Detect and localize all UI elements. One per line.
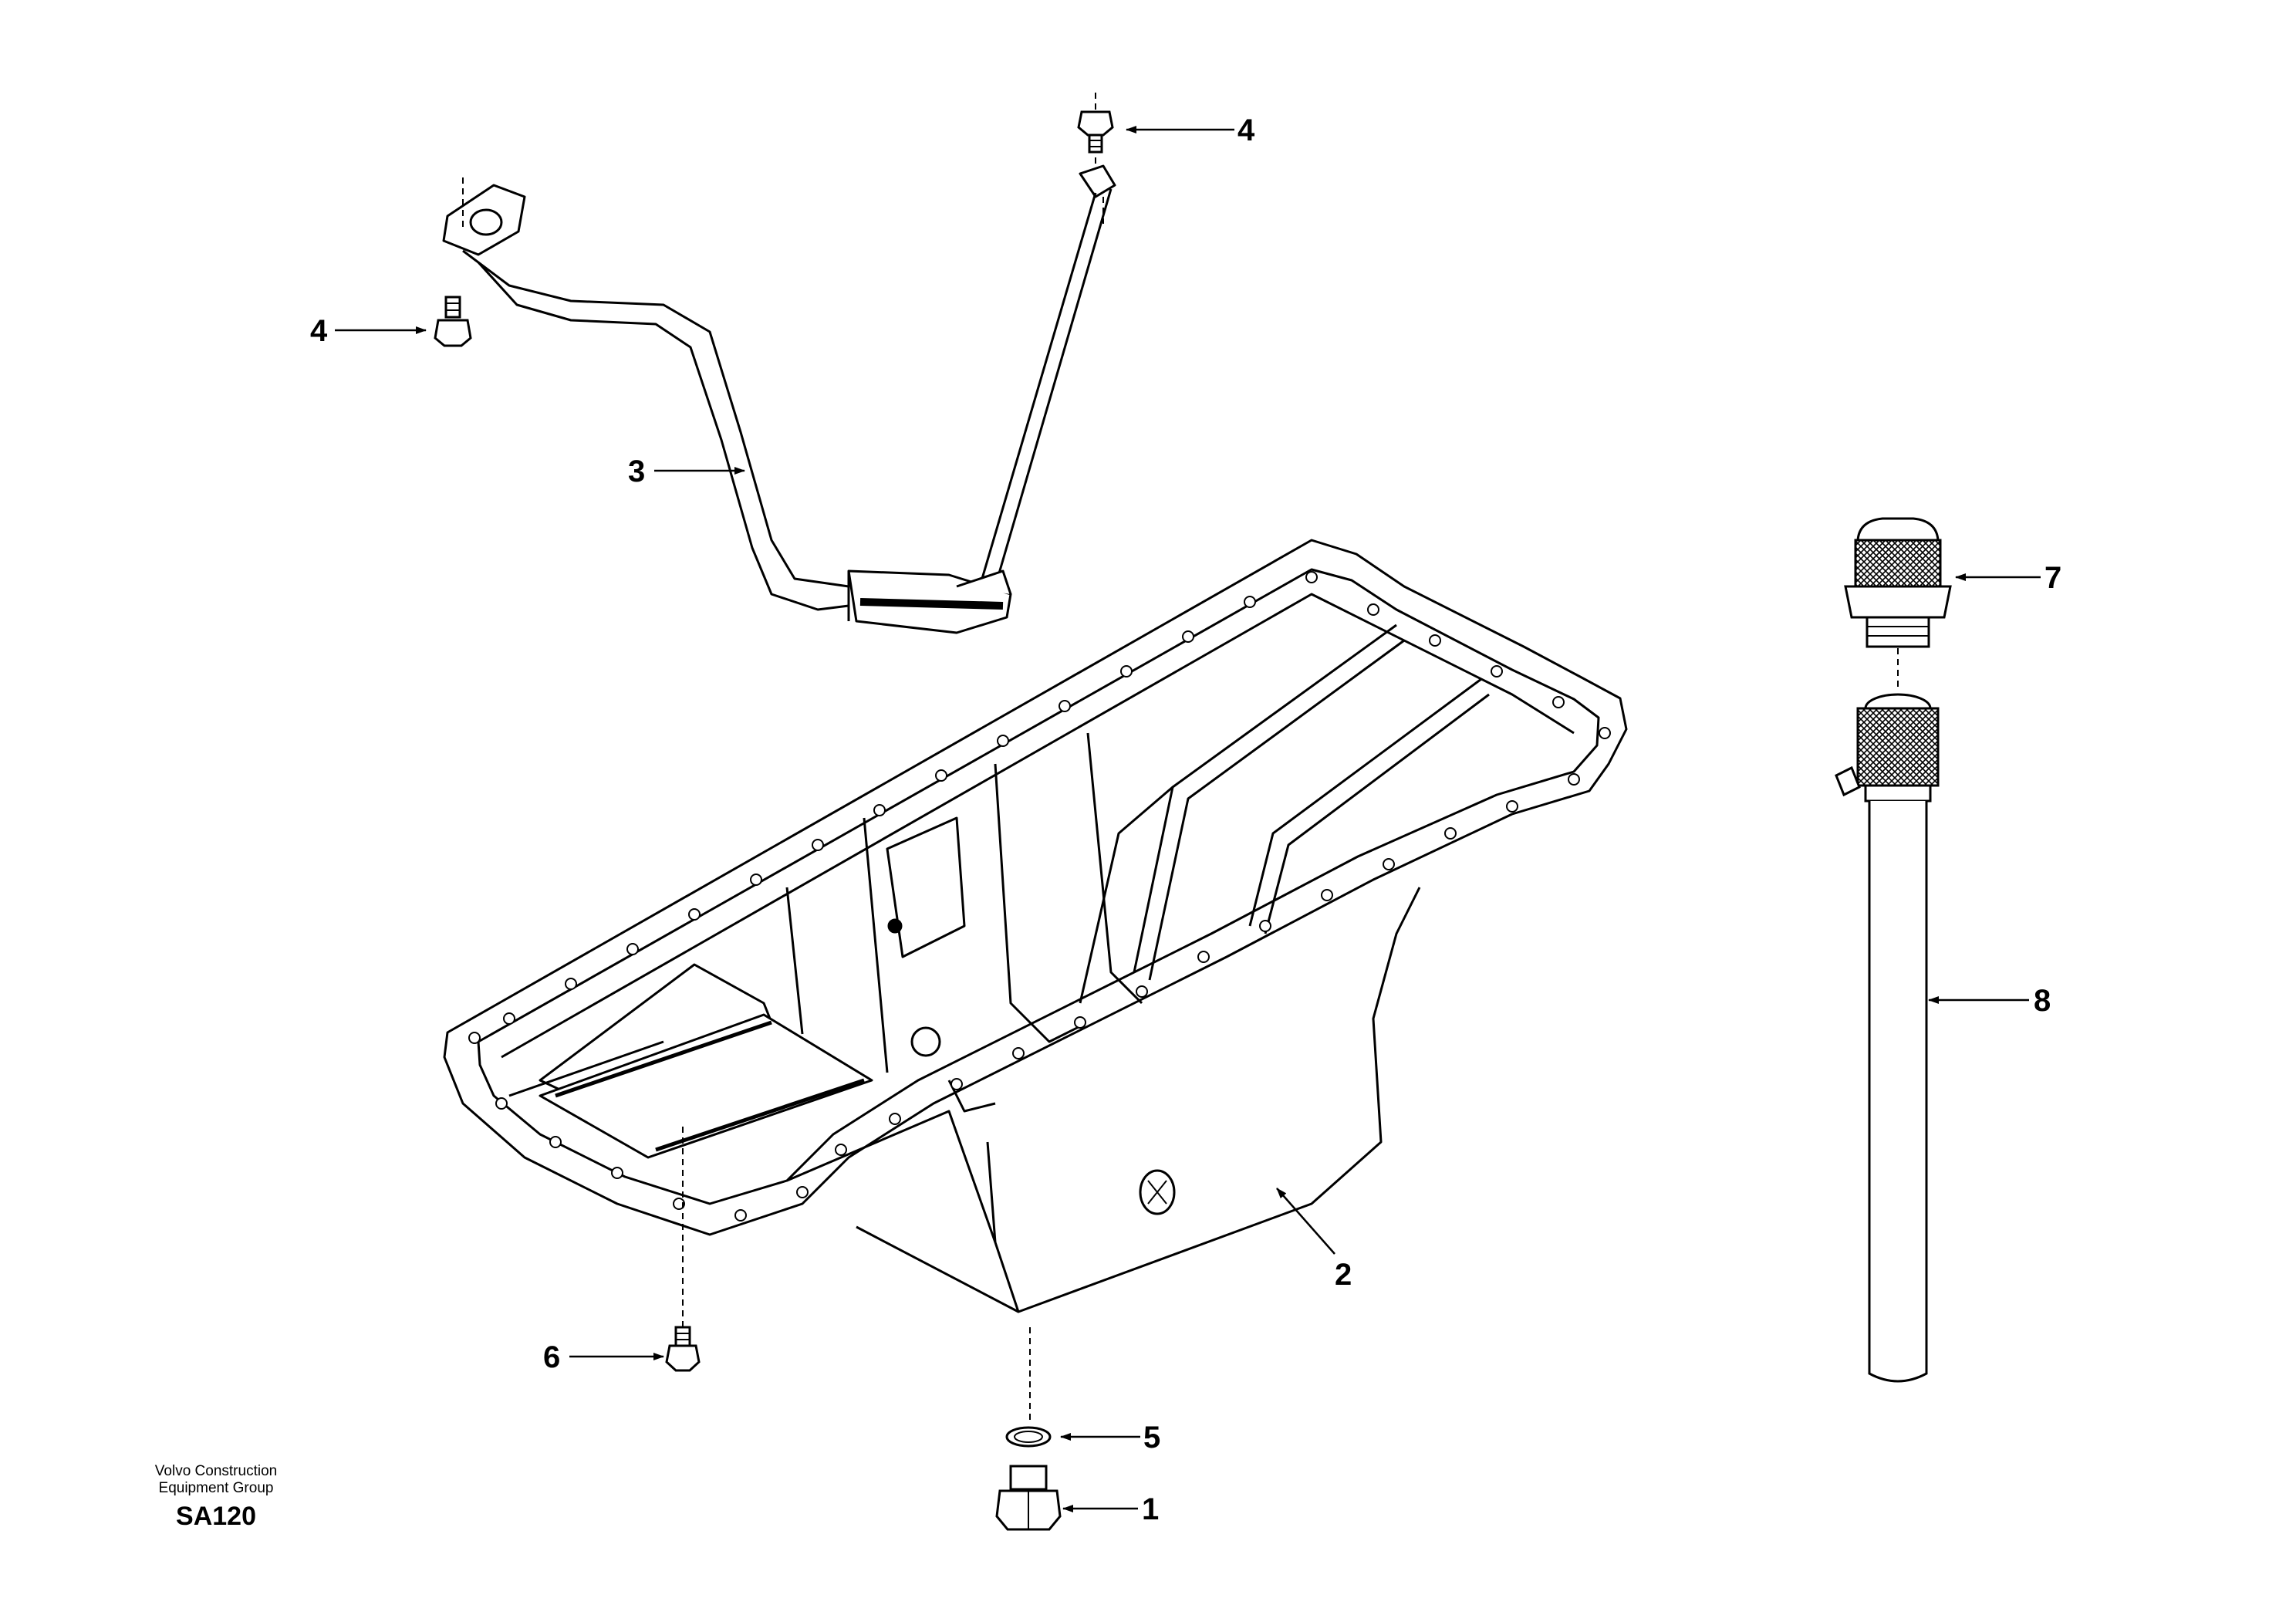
callout-6: 6 [543, 1340, 560, 1374]
callout-2: 2 [1335, 1258, 1352, 1292]
screw-upper-right [1079, 112, 1113, 152]
leader-2 [1276, 1188, 1335, 1255]
sealing-washer [1007, 1428, 1050, 1446]
company-name-line1: Volvo Construction [154, 1463, 278, 1479]
oil-suction-pipe [444, 93, 1115, 633]
callout-7: 7 [2044, 561, 2061, 595]
callout-4-left: 4 [310, 314, 328, 348]
pan-screw [667, 1327, 699, 1370]
screw-left [435, 297, 471, 346]
company-name-line2: Equipment Group [158, 1480, 274, 1496]
dipstick-cap [1845, 519, 1950, 647]
callout-5: 5 [1143, 1421, 1160, 1455]
oil-pan [444, 540, 1626, 1312]
dipstick-tube [1836, 694, 1938, 1381]
diagram-code: SA120 [176, 1502, 256, 1531]
callout-3: 3 [628, 454, 645, 488]
callout-4-upper: 4 [1237, 113, 1255, 147]
callout-labels: 1 2 3 4 4 5 6 7 8 [310, 113, 2061, 1526]
footer-block: Volvo Construction Equipment Group SA120 [123, 1463, 309, 1532]
callout-1: 1 [1142, 1492, 1159, 1526]
callout-leaders [335, 126, 2041, 1512]
callout-8: 8 [2034, 984, 2051, 1018]
drain-plug [997, 1466, 1060, 1529]
